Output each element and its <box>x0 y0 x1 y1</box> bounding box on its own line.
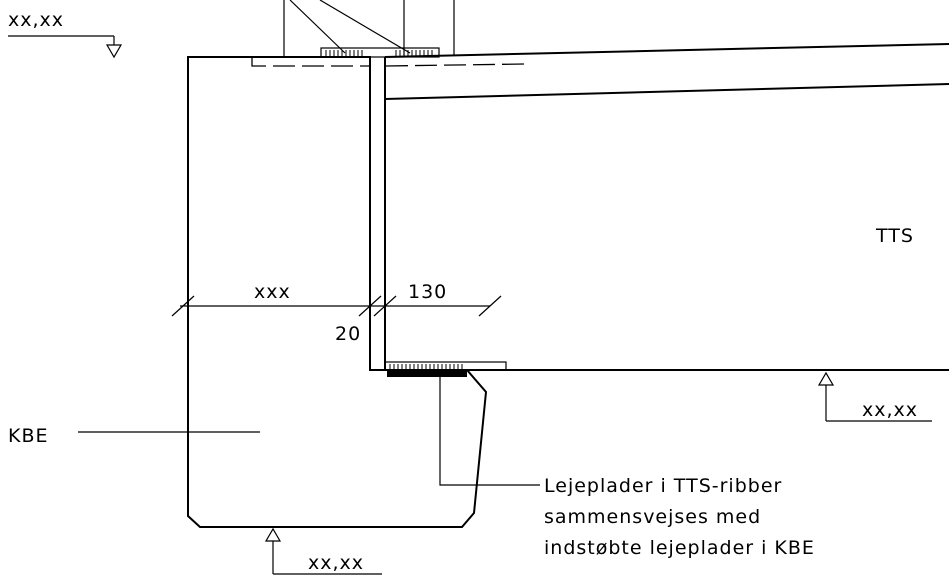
tts-slab <box>384 43 949 371</box>
level-triangle-icon <box>817 371 835 386</box>
top-weld-hatch <box>325 50 433 56</box>
dimension-left-width: xxx <box>254 281 291 303</box>
embedded-plate-dashed <box>251 57 525 67</box>
note-leader <box>439 377 540 486</box>
note-line-3: indstøbte lejeplader i KBE <box>544 537 815 559</box>
embedded-bearing-plate <box>387 370 467 377</box>
dimension-bearing-length: 130 <box>408 281 447 303</box>
top-connection-lines <box>283 0 455 58</box>
level-value-bottom: xx,xx <box>308 552 364 574</box>
level-value-top-left: xx,xx <box>8 9 64 31</box>
note-line-1: Lejeplader i TTS-ribber <box>544 475 782 497</box>
dimension-line: xxx 20 130 <box>171 281 502 345</box>
note-line-2: sammensvejses med <box>544 506 761 528</box>
level-triangle-icon <box>105 44 123 59</box>
dimension-gap: 20 <box>335 323 361 345</box>
tts-label: TTS <box>875 225 914 247</box>
level-value-right: xx,xx <box>862 399 918 421</box>
level-mark-bottom: xx,xx <box>264 527 382 575</box>
bearing-plates <box>384 361 507 377</box>
level-mark-top-left: xx,xx <box>8 9 123 59</box>
kbe-beam-outline <box>187 56 488 528</box>
level-triangle-icon <box>264 527 282 542</box>
kbe-label: KBE <box>8 425 49 447</box>
level-mark-right: xx,xx <box>817 371 932 422</box>
